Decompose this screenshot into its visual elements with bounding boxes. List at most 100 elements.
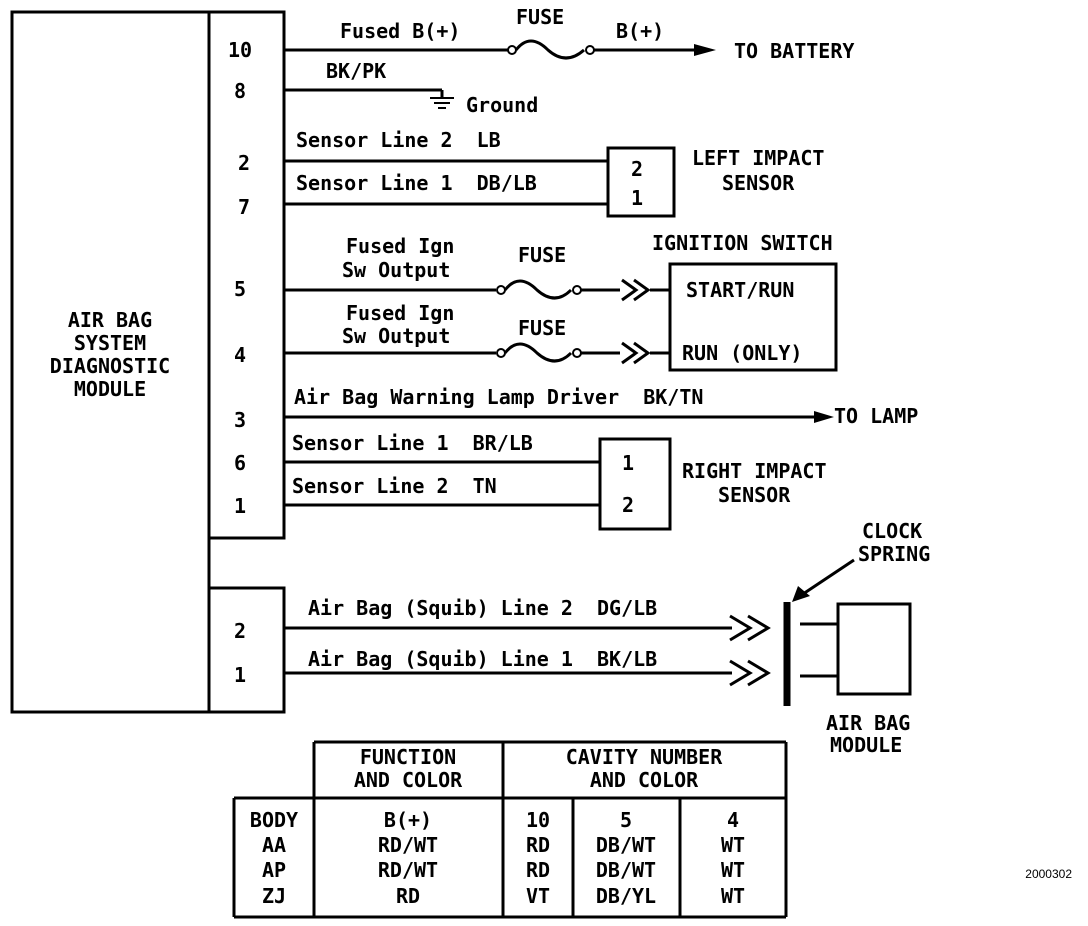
- wire-label: Air Bag (Squib) Line 2 DG/LB: [308, 596, 657, 620]
- wire-label: Sensor Line 1 BR/LB: [292, 431, 533, 455]
- table-cell: RD: [526, 858, 550, 882]
- air-bag-module-box: [836, 602, 912, 696]
- pin-number: 1: [234, 663, 246, 687]
- wire-label: B(+): [616, 19, 664, 43]
- table-cell: B(+): [384, 808, 432, 832]
- sensor-label: SENSOR: [718, 483, 791, 507]
- color-table: FUNCTION AND COLOR CAVITY NUMBER AND COL…: [232, 740, 788, 919]
- fuse-label: FUSE: [516, 5, 564, 29]
- switch-position: RUN (ONLY): [682, 341, 802, 365]
- table-cell: DB/YL: [596, 884, 656, 908]
- table-cell: 10: [526, 808, 550, 832]
- air-bag-module-label: MODULE: [830, 733, 902, 757]
- pin-number: 10: [228, 38, 252, 62]
- table-cell: DB/WT: [596, 858, 656, 882]
- destination-label: TO LAMP: [834, 404, 918, 428]
- arrow-icon: [814, 411, 834, 423]
- connector-icon: [729, 659, 753, 687]
- pin-number: 8: [234, 79, 246, 103]
- table-row: ZJ RD VT DB/YL WT: [262, 884, 745, 908]
- wire-label: Fused Ign: [346, 301, 454, 325]
- sensor-label: RIGHT IMPACT: [682, 459, 827, 483]
- module-label: AIR BAG SYSTEM DIAGNOSTIC MODULE: [50, 308, 170, 401]
- table-header: AND COLOR: [354, 768, 463, 792]
- wire-label: Air Bag (Squib) Line 1 BK/LB: [308, 647, 657, 671]
- arrow-icon: [694, 44, 716, 56]
- sensor-label: SENSOR: [722, 171, 795, 195]
- connector-icon: [729, 614, 753, 642]
- left-impact-sensor-box: [606, 146, 676, 218]
- module-label-line: SYSTEM: [74, 331, 146, 355]
- connector-icon: [621, 341, 639, 365]
- upper-connector: [207, 10, 286, 540]
- lower-connector: [207, 586, 286, 714]
- figure-id: 2000302: [1025, 867, 1072, 881]
- sensor-pin: 1: [631, 186, 643, 210]
- table-cell: 4: [727, 808, 739, 832]
- wire-label: Fused B(+): [340, 19, 460, 43]
- table-cell: 5: [620, 808, 632, 832]
- pin-number: 5: [234, 277, 246, 301]
- wire-label: Sw Output: [342, 324, 450, 348]
- module-label-line: DIAGNOSTIC: [50, 354, 170, 378]
- pointer-arrow: [799, 558, 855, 598]
- fuse-icon: [503, 279, 573, 300]
- ignition-circuit: IGNITION SWITCH START/RUN RUN (ONLY) Fus…: [284, 231, 838, 372]
- wire-label: Sensor Line 2 LB: [296, 128, 501, 152]
- table-cell: BODY: [250, 808, 298, 832]
- table-cell: AP: [262, 858, 286, 882]
- sensor-pin: 1: [622, 451, 634, 475]
- sensor-pin: 2: [631, 157, 643, 181]
- table-cell: WT: [721, 884, 745, 908]
- fuse-label: FUSE: [518, 243, 566, 267]
- pin-number: 4: [234, 343, 246, 367]
- table-cell: RD/WT: [378, 833, 438, 857]
- arrow-icon: [792, 586, 810, 602]
- pin-number: 2: [234, 619, 246, 643]
- right-impact-sensor-circuit: 1 2 Sensor Line 1 BR/LB Sensor Line 2 TN…: [284, 431, 827, 531]
- table-header: FUNCTION: [360, 745, 456, 769]
- lamp-circuit: Air Bag Warning Lamp Driver BK/TN TO LAM…: [284, 385, 918, 428]
- pin-number: 6: [234, 451, 246, 475]
- table-cell: WT: [721, 858, 745, 882]
- squib-circuit: Air Bag (Squib) Line 2 DG/LB Air Bag (Sq…: [284, 519, 930, 757]
- table-cell: RD: [526, 833, 550, 857]
- wire-label: BK/PK: [326, 59, 386, 83]
- pin-number: 3: [234, 408, 246, 432]
- table-cell: RD/WT: [378, 858, 438, 882]
- module-label-line: MODULE: [74, 377, 146, 401]
- table-cell: AA: [262, 833, 286, 857]
- battery-circuit: Fused B(+) FUSE B(+) TO BATTERY: [284, 5, 854, 63]
- switch-position: START/RUN: [686, 278, 794, 302]
- fuse-icon: [514, 39, 585, 60]
- sensor-label: LEFT IMPACT: [692, 146, 824, 170]
- lower-pin-numbers: 2 1: [234, 619, 246, 687]
- fuse-icon: [503, 342, 573, 363]
- left-impact-sensor-circuit: 2 1 Sensor Line 2 LB Sensor Line 1 DB/LB…: [284, 128, 824, 218]
- pin-number: 1: [234, 494, 246, 518]
- fuse-label: FUSE: [518, 316, 566, 340]
- table-row: AP RD/WT RD DB/WT WT: [262, 858, 745, 882]
- ground-label: Ground: [466, 93, 538, 117]
- table-header: AND COLOR: [590, 768, 699, 792]
- clock-spring-label: SPRING: [858, 542, 930, 566]
- destination-label: TO BATTERY: [734, 39, 854, 63]
- connector-icon: [621, 278, 639, 302]
- table-cell: VT: [526, 884, 550, 908]
- wire-label: Fused Ign: [346, 234, 454, 258]
- pin-number: 2: [238, 151, 250, 175]
- table-header: CAVITY NUMBER: [566, 745, 723, 769]
- table-cell: ZJ: [262, 884, 286, 908]
- ignition-switch-title: IGNITION SWITCH: [652, 231, 833, 255]
- table-cell: DB/WT: [596, 833, 656, 857]
- wire-label: Sw Output: [342, 258, 450, 282]
- right-impact-sensor-box: [598, 437, 672, 531]
- table-row: AA RD/WT RD DB/WT WT: [262, 833, 745, 857]
- clock-spring-label: CLOCK: [862, 519, 922, 543]
- pin-number: 7: [238, 195, 250, 219]
- wire-label: Air Bag Warning Lamp Driver BK/TN: [294, 385, 703, 409]
- table-cell: WT: [721, 833, 745, 857]
- module-label-line: AIR BAG: [68, 308, 152, 332]
- wire-label: Sensor Line 1 DB/LB: [296, 171, 537, 195]
